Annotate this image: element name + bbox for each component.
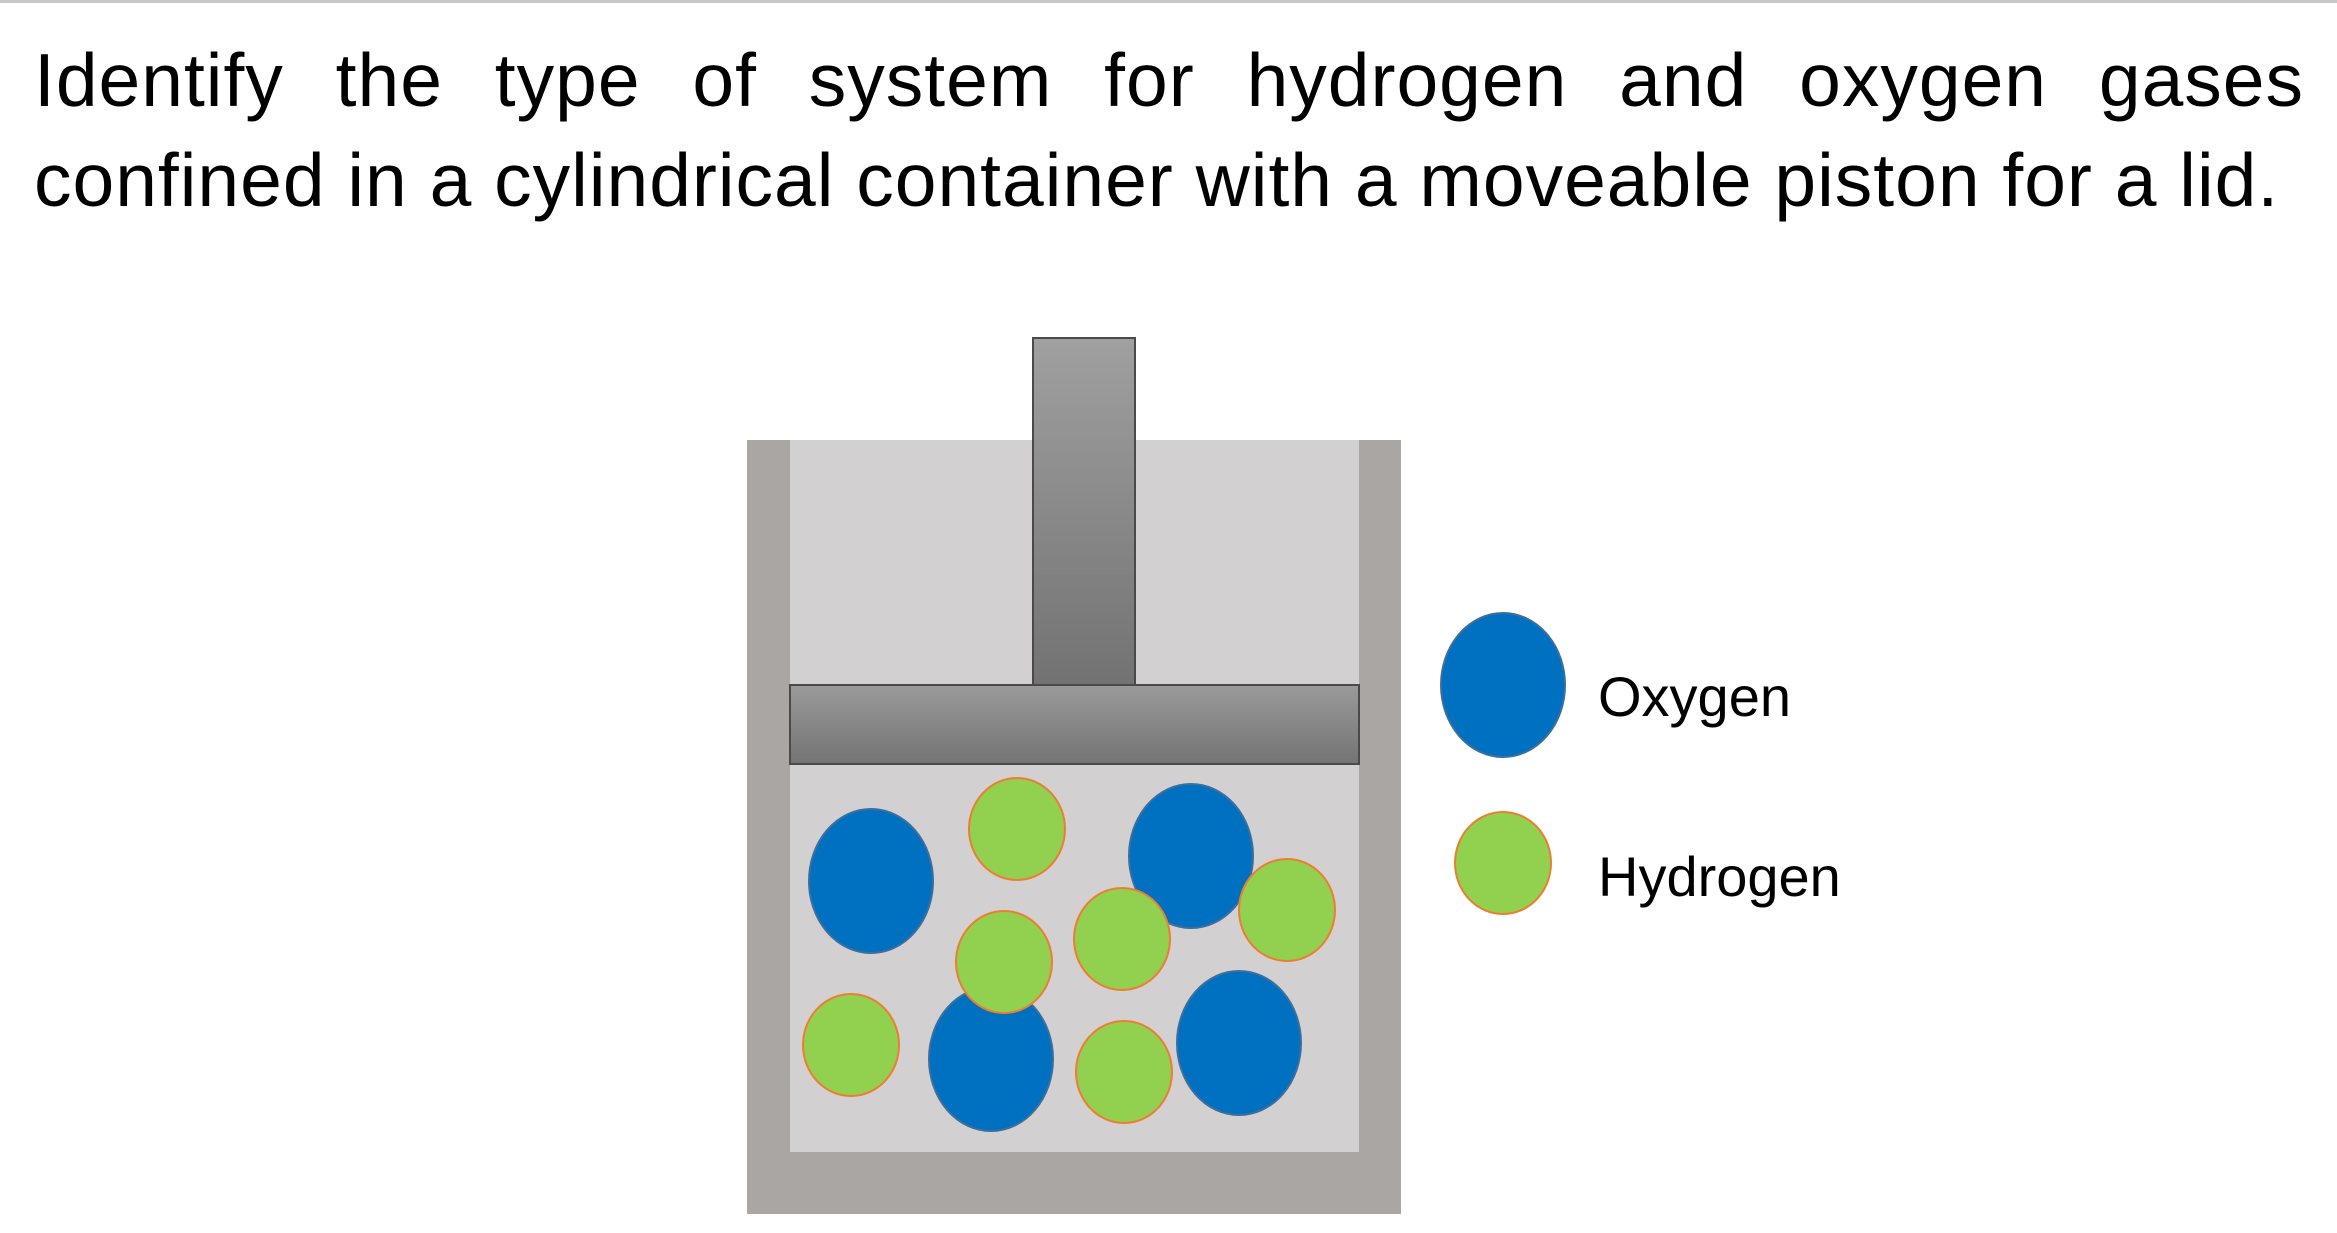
oxygen-legend-label: Oxygen	[1598, 665, 1791, 728]
hydrogen-molecule	[1238, 858, 1336, 962]
oxygen-molecule	[1176, 970, 1302, 1116]
top-rule	[0, 0, 2337, 3]
hydrogen-molecule	[802, 993, 900, 1097]
hydrogen-molecule	[1073, 887, 1171, 991]
piston-rod	[1032, 337, 1136, 687]
hydrogen-legend-label: Hydrogen	[1598, 845, 1841, 908]
hydrogen-legend-icon	[1454, 811, 1552, 915]
oxygen-molecule	[808, 808, 934, 954]
hydrogen-molecule	[955, 910, 1053, 1014]
oxygen-molecule	[1128, 783, 1254, 929]
question-text: Identify the type of system for hydrogen…	[34, 38, 2304, 222]
legend: Oxygen Hydrogen	[1440, 612, 1841, 915]
hydrogen-molecule	[968, 777, 1066, 881]
hydrogen-molecule	[1075, 1020, 1173, 1124]
gas-molecules	[802, 777, 1336, 1132]
piston-plate	[789, 684, 1360, 765]
oxygen-legend-icon	[1440, 612, 1566, 758]
piston	[789, 337, 1360, 765]
